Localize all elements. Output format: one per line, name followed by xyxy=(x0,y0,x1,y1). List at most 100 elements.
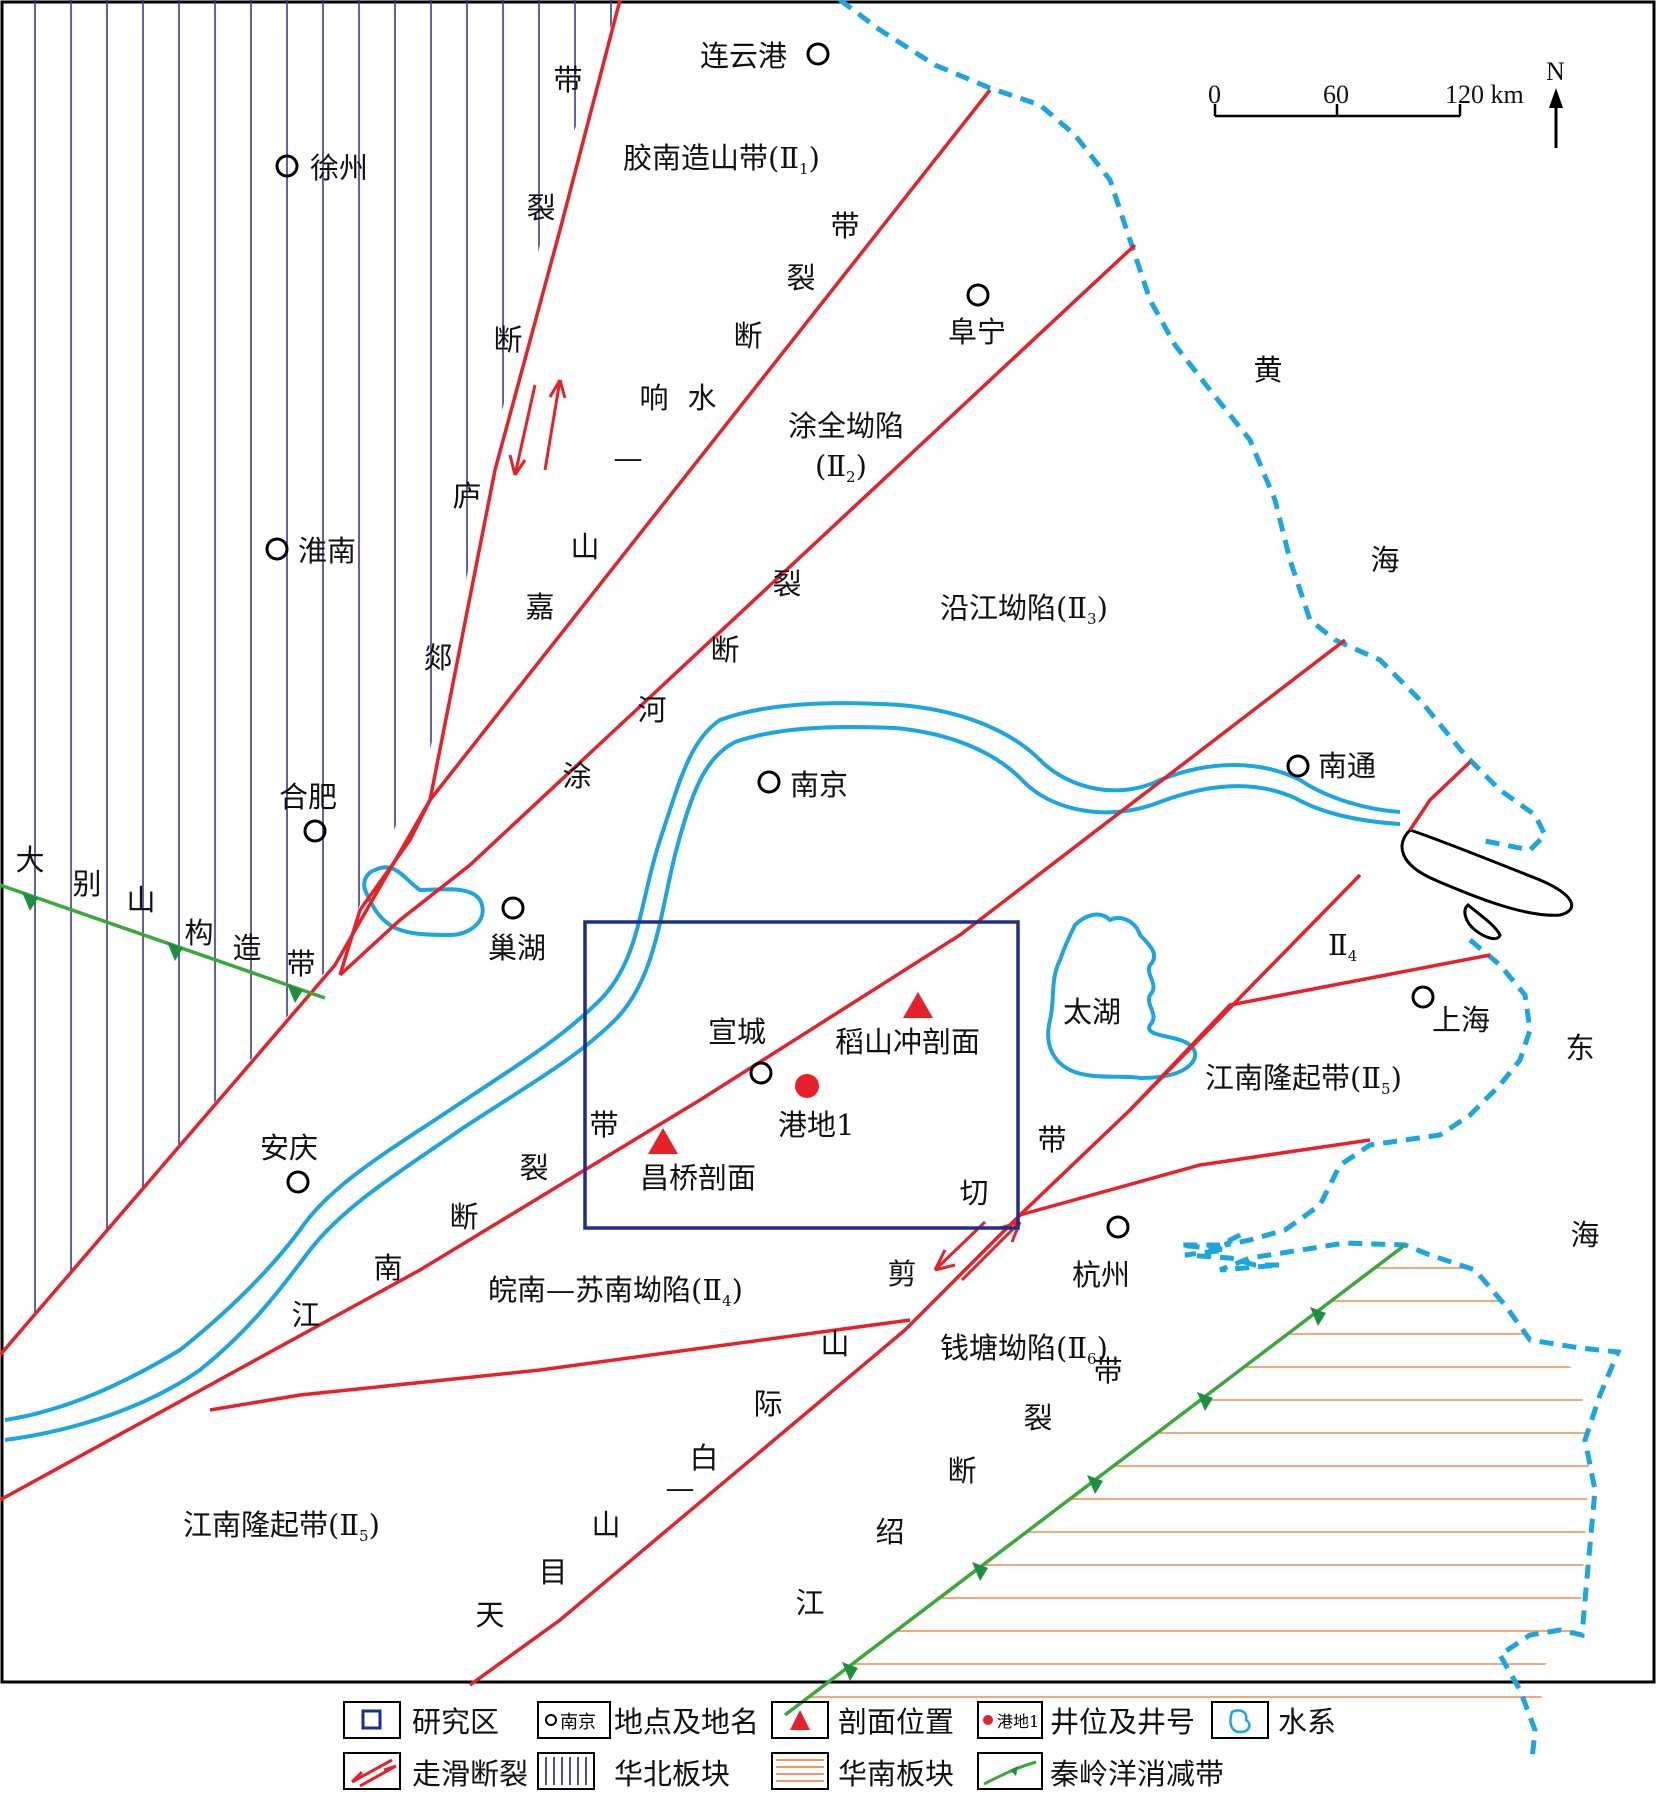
changqiao-profile-marker xyxy=(648,1128,678,1154)
island-outline xyxy=(1400,828,1573,917)
subduction-teeth xyxy=(22,892,1326,1681)
fault-label-tuhe-char: 河 xyxy=(637,693,666,727)
taihu-lake xyxy=(1046,912,1198,1081)
changqiao-profile-label: 昌桥剖面 xyxy=(640,1161,756,1195)
fault-label-dabie-char: 大 xyxy=(15,843,44,877)
tanlu-fault xyxy=(0,0,622,1357)
city-label-xuancheng: 宣城 xyxy=(708,1015,766,1049)
jiangnan-fault-branch xyxy=(209,1318,911,1412)
legend-sample-place: 南京 xyxy=(560,1712,596,1733)
estuary-fault xyxy=(1408,760,1472,831)
region-yanjiang: 沿江坳陷(Ⅱ3) xyxy=(940,591,1108,628)
city-marker-hefei xyxy=(303,819,327,843)
shear-strike-slip-arrows xyxy=(933,1220,1022,1282)
legend-label-profile: 剖面位置 xyxy=(838,1705,954,1739)
city-label-huainan: 淮南 xyxy=(298,534,356,568)
legend-label-north-china: 华北板块 xyxy=(614,1757,730,1791)
legend-label-subduction: 秦岭洋消减带 xyxy=(1050,1757,1224,1791)
city-marker-huainan xyxy=(265,537,289,561)
tanlu-strike-slip-arrows xyxy=(508,379,567,476)
daoshanchong-profile-marker xyxy=(903,992,933,1018)
subduction-tooth xyxy=(287,984,303,1003)
legend-swatch-south-china xyxy=(771,1752,829,1790)
legend-swatch-strike-slip xyxy=(343,1752,401,1790)
city-label-nantong: 南通 xyxy=(1318,749,1376,783)
legend-sample-well: 港地1 xyxy=(997,1712,1039,1731)
legend-label-place: 地点及地名 xyxy=(614,1705,759,1739)
legend-swatch-profile xyxy=(771,1701,829,1739)
subduction-tooth xyxy=(972,1562,988,1581)
legend-swatch-study xyxy=(343,1701,401,1739)
gangdi1-well-marker xyxy=(795,1074,819,1098)
legend-label-well: 井位及井号 xyxy=(1050,1705,1195,1739)
legend-label-strike-slip: 走滑断裂 xyxy=(412,1757,528,1791)
fault-label-jiashan-char: 裂 xyxy=(786,261,815,295)
city-marker-xuzhou xyxy=(275,154,299,178)
scale-tick-0: 0 xyxy=(1208,80,1221,109)
fault-label-jiangnan-char: 江 xyxy=(291,1298,320,1332)
legend-swatch-well xyxy=(977,1701,1043,1739)
city-label-chaohu: 巢湖 xyxy=(488,931,546,965)
city-labels: 连云港 徐州 阜宁 淮南 合肥 南京 南通 巢湖 宣城 安庆 上海 杭州 xyxy=(260,39,1490,1292)
fault-label-jiashan-char: 嘉 xyxy=(525,590,554,624)
fault-label-jiangshao-char: 带 xyxy=(1093,1354,1122,1388)
fault-label-jiangnan-char: 断 xyxy=(449,1200,478,1234)
donghai-char-2: 海 xyxy=(1570,1218,1599,1252)
city-label-lianyungang: 连云港 xyxy=(700,39,787,73)
region-tuquan: 涂全坳陷 xyxy=(788,409,904,443)
donghai-char-1: 东 xyxy=(1565,1031,1594,1065)
fault-label-tanlu-char: 郯 xyxy=(423,641,452,675)
fault-label-tanlu-char: 裂 xyxy=(526,191,555,225)
fault-label-dabie-char: 别 xyxy=(72,867,101,901)
fault-label-jiashan-char: 断 xyxy=(733,319,762,353)
coastline xyxy=(838,0,1622,1761)
fault-label-jiangshao-char: 江 xyxy=(795,1586,824,1620)
legend-label-water: 水系 xyxy=(1278,1705,1336,1739)
legend-label-south-china: 华南板块 xyxy=(838,1757,954,1791)
legend: 研究区 南京 地点及地名 剖面位置 港地1 井位及井号 水系 走滑断裂 华北板块 xyxy=(343,1701,1336,1791)
region-labels: 胶南造山带(Ⅱ1) 涂全坳陷 (Ⅱ2) 沿江坳陷(Ⅱ3) 皖南—苏南坳陷(Ⅱ4)… xyxy=(183,141,1402,1545)
fault-label-dabie-char: 造 xyxy=(232,931,261,965)
tuhe-fault xyxy=(338,243,1137,977)
legend-swatch-place xyxy=(537,1701,611,1739)
fault-label-jiangshao-char: 裂 xyxy=(1023,1401,1052,1435)
legend-swatch-water xyxy=(1211,1701,1269,1739)
fault-label-tianmu-char: 际 xyxy=(753,1387,782,1421)
fault-label-jiangnan-char: 带 xyxy=(589,1108,618,1142)
fault-label-tanlu-char: 断 xyxy=(493,323,522,357)
fault-label-tianmu-char: 天 xyxy=(475,1598,504,1632)
fault-label-tianmu-char: 白 xyxy=(689,1441,718,1475)
city-label-hangzhou: 杭州 xyxy=(1072,1258,1130,1292)
small-island-outline xyxy=(1463,903,1502,941)
dabie-subduction-zone xyxy=(0,883,326,1000)
region-qiantang: 钱塘坳陷(Ⅱ6) xyxy=(940,1331,1108,1368)
region-wannan-sunan: 皖南—苏南坳陷(Ⅱ4) xyxy=(488,1273,743,1310)
fault-label-tianmu-char: 山 xyxy=(591,1508,620,1542)
fault-label-tuhe-char: 断 xyxy=(710,633,739,667)
chaohu-lake xyxy=(362,865,485,938)
city-label-xuzhou: 徐州 xyxy=(310,151,368,185)
city-marker-nanjing xyxy=(757,770,781,794)
fault-label-shear-char: 切 xyxy=(959,1176,988,1210)
city-marker-hangzhou xyxy=(1106,1215,1130,1239)
region-jiangnan-west: 江南隆起带(Ⅱ5) xyxy=(183,1508,380,1545)
sea-labels: 黄 海 东 海 xyxy=(1253,353,1599,1252)
fault-label-dabie-char: 构 xyxy=(184,916,213,950)
fault-label-jiashan-char: 带 xyxy=(830,209,859,243)
fault-label-tuhe-char: 涂 xyxy=(562,759,591,793)
faults xyxy=(0,0,1491,1687)
city-label-nanjing: 南京 xyxy=(790,768,848,802)
fault-label-tanlu-char: 带 xyxy=(553,63,582,97)
city-marker-nantong xyxy=(1286,754,1310,778)
city-label-anqing: 安庆 xyxy=(260,1131,318,1165)
fault-label-jiangnan-char: 裂 xyxy=(519,1151,548,1185)
huanghai-char-1: 黄 xyxy=(1253,353,1282,387)
region-tuquan-code: (Ⅱ2) xyxy=(815,449,867,486)
subduction-tooth xyxy=(1087,1475,1103,1494)
qiantang-boundary-fault xyxy=(1019,1138,1371,1217)
yangtze-river-south-bank xyxy=(4,724,1401,1442)
subduction-tooth xyxy=(1310,1307,1326,1326)
huanghai-char-2: 海 xyxy=(1370,543,1399,577)
fault-labels: 郯庐断裂带嘉山—响水断裂带涂河断裂江南断裂带天目山—白际山剪切带江绍断裂带大别山… xyxy=(15,63,1122,1632)
